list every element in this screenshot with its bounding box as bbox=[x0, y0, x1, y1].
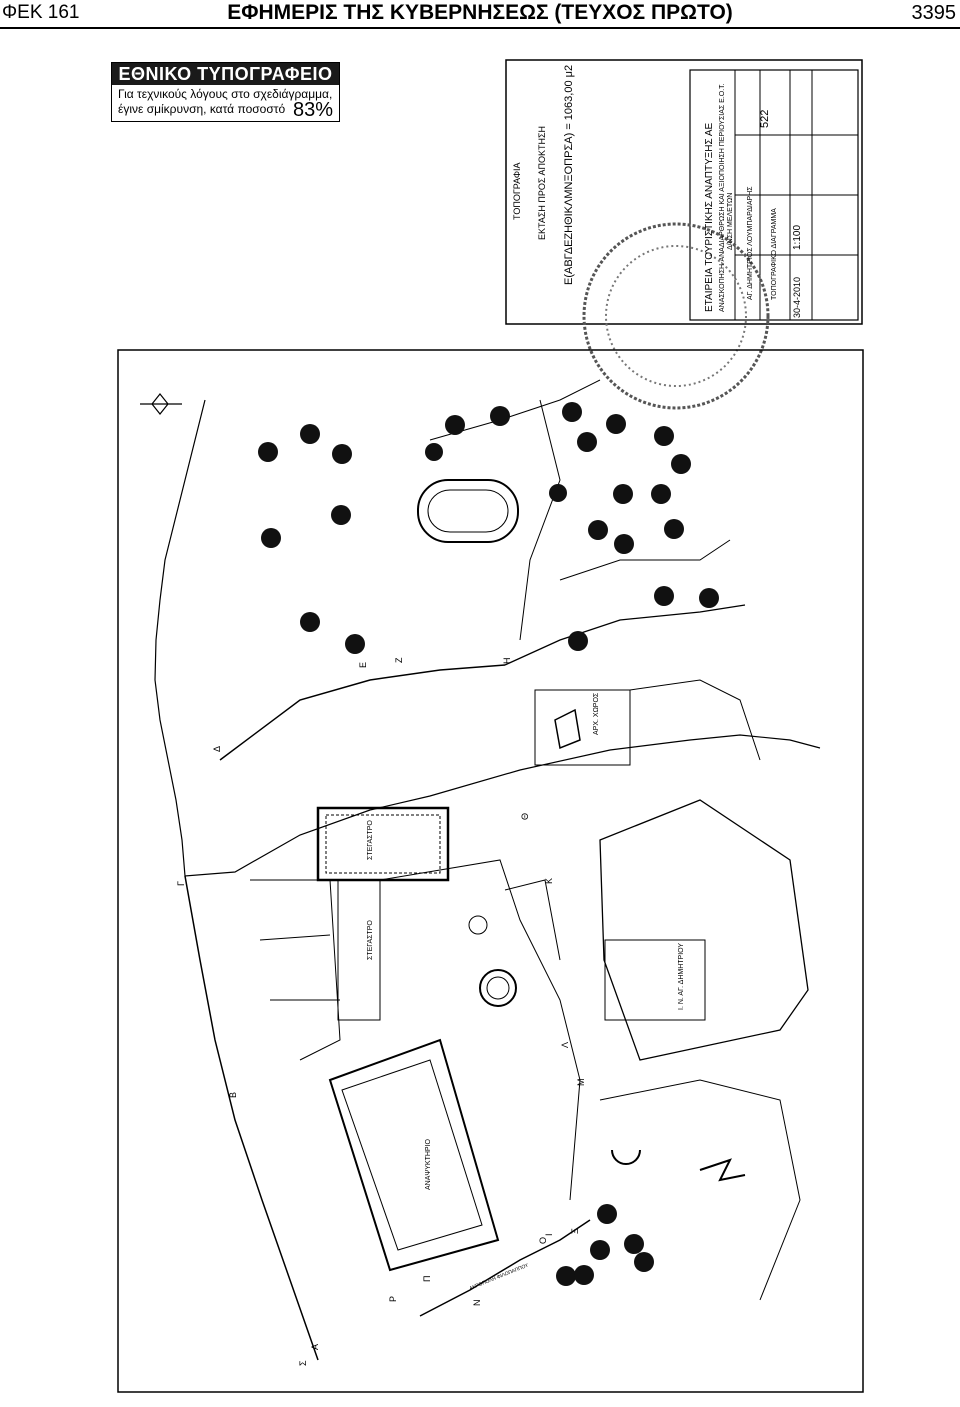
label-shelter-1: ΣΤΕΓΑΣΤΡΟ bbox=[367, 820, 374, 860]
label-shelter-2: ΣΤΕΓΑΣΤΡΟ bbox=[367, 920, 374, 960]
title-block-frame bbox=[505, 59, 863, 325]
title-block-company-sub: ΑΝΑΣΚΟΠΗΣΗ-ΑΝΑΔΙΑΡΘΡΩΣΗ ΚΑΙ ΑΞΙΟΠΟΙΗΣΗ Π… bbox=[719, 83, 726, 312]
notice-title: ΕΘΝΙΚΟ ΤΥΠΟΓΡΑΦΕΙΟ bbox=[112, 63, 339, 85]
gazette-issue-number: ΦΕΚ 161 bbox=[2, 2, 80, 23]
point-letter: Μ bbox=[576, 1079, 586, 1087]
label-road: ΑΚΡΟΠΟΛΗ ΦΙΛΟΠΑΠΠΟΥ bbox=[469, 1262, 531, 1292]
page-number: 3395 bbox=[911, 2, 957, 24]
label-archaeological-area: ΑΡΧ. ΧΩΡΟΣ bbox=[593, 692, 600, 735]
title-block-date: 30-4-2010 bbox=[792, 277, 802, 318]
gazette-title: ΕΦΗΜΕΡΙΣ ΤΗΣ ΚΥΒΕΡΝΗΣΕΩΣ (ΤΕΥΧΟΣ ΠΡΩΤΟ) bbox=[227, 1, 733, 24]
title-block-project: ΑΓ. ΔΗΜΗΤΡΙΟΣ ΛΟΥΜΠΑΡΔΙΑΡΗΣ bbox=[747, 186, 754, 300]
point-letter: Ε bbox=[358, 662, 368, 668]
page-header: ΦΕΚ 161 ΕΦΗΜΕΡΙΣ ΤΗΣ ΚΥΒΕΡΝΗΣΕΩΣ (ΤΕΥΧΟΣ… bbox=[0, 0, 960, 30]
label-church: Ι. Ν. ΑΓ. ΔΗΜΗΤΡΙΟΥ bbox=[678, 943, 685, 1010]
point-letter: Ν bbox=[472, 1300, 482, 1307]
plan-frame bbox=[117, 349, 864, 1393]
point-letter: Λ bbox=[560, 1042, 570, 1048]
title-block-site: Δ/ΝΣΗ ΜΕΛΕΤΩΝ bbox=[727, 193, 734, 250]
point-letter: Ρ bbox=[388, 1296, 398, 1302]
title-block-diagram: ΤΟΠΟΓΡΑΦΙΚΟ ΔΙΑΓΡΑΜΜΑ bbox=[771, 208, 778, 300]
title-block-heading: ΤΟΠΟΓΡΑΦΙΑ bbox=[512, 162, 522, 220]
title-block-subheading: ΕΚΤΑΣΗ ΠΡΟΣ ΑΠΟΚΤΗΣΗ bbox=[537, 126, 547, 240]
point-letter: Β bbox=[228, 1092, 238, 1098]
point-letter: Ι bbox=[544, 1233, 554, 1236]
label-restaurant: ΑΝΑΨΥΚΤΗΡΙΟ bbox=[425, 1138, 432, 1190]
north-arrow bbox=[140, 393, 182, 415]
point-letter: Θ bbox=[520, 813, 530, 820]
title-block-company: ΕΤΑΙΡΕΙΑ ΤΟΥΡΙΣΤΙΚΗΣ ΑΝΑΠΤΥΞΗΣ ΑΕ bbox=[704, 122, 715, 312]
reduction-notice: ΕΘΝΙΚΟ ΤΥΠΟΓΡΑΦΕΙΟ Για τεχνικούς λόγους … bbox=[111, 62, 340, 122]
site-boundary bbox=[154, 399, 821, 877]
trees bbox=[258, 402, 719, 1286]
point-letters: Α Β Γ Δ Ε Ζ Η Θ Ι Κ Λ Μ Ν Ξ Ο Π Ρ Σ bbox=[176, 657, 586, 1366]
round-feature bbox=[479, 969, 517, 1007]
point-letter: Σ bbox=[298, 1360, 308, 1366]
title-block-area: Ε(ΑΒΓΔΕΖΗΘΙΚΛΜΝΞΟΠΡΣΑ) = 1063,00 μ2 bbox=[563, 65, 575, 285]
point-letter: Δ bbox=[212, 746, 222, 752]
point-letter: Ο bbox=[538, 1237, 548, 1244]
point-letter: Ξ bbox=[570, 1228, 580, 1234]
church-building bbox=[599, 799, 809, 1061]
restaurant-building bbox=[328, 1038, 500, 1272]
official-stamp bbox=[582, 222, 770, 410]
shelter-1 bbox=[316, 806, 450, 882]
title-block-sheet-number: 522 bbox=[759, 110, 771, 128]
header-rule bbox=[0, 27, 960, 29]
topographic-plan: ΤΟΠΟΓΡΑΦΙΑ ΕΚΤΑΣΗ ΠΡΟΣ ΑΠΟΚΤΗΣΗ Ε(ΑΒΓΔΕΖ… bbox=[117, 59, 864, 1393]
pool bbox=[417, 479, 519, 543]
point-letter: Π bbox=[422, 1276, 432, 1283]
point-letter: Ζ bbox=[394, 657, 404, 663]
archaeological-area bbox=[534, 689, 631, 766]
notice-line-2: έγινε σμίκρυνση, κατά ποσοστό bbox=[118, 102, 286, 116]
notice-percent: 83% bbox=[292, 99, 333, 121]
point-letter: Κ bbox=[544, 878, 554, 884]
point-letter: Γ bbox=[176, 881, 186, 886]
notice-line-1: Για τεχνικούς λόγους στο σχεδιάγραμμα, bbox=[118, 87, 333, 101]
point-letter: Α bbox=[310, 1344, 320, 1350]
title-block-scale: 1:100 bbox=[792, 225, 803, 250]
point-letter: Η bbox=[502, 658, 512, 665]
shelter-2 bbox=[337, 879, 381, 1021]
